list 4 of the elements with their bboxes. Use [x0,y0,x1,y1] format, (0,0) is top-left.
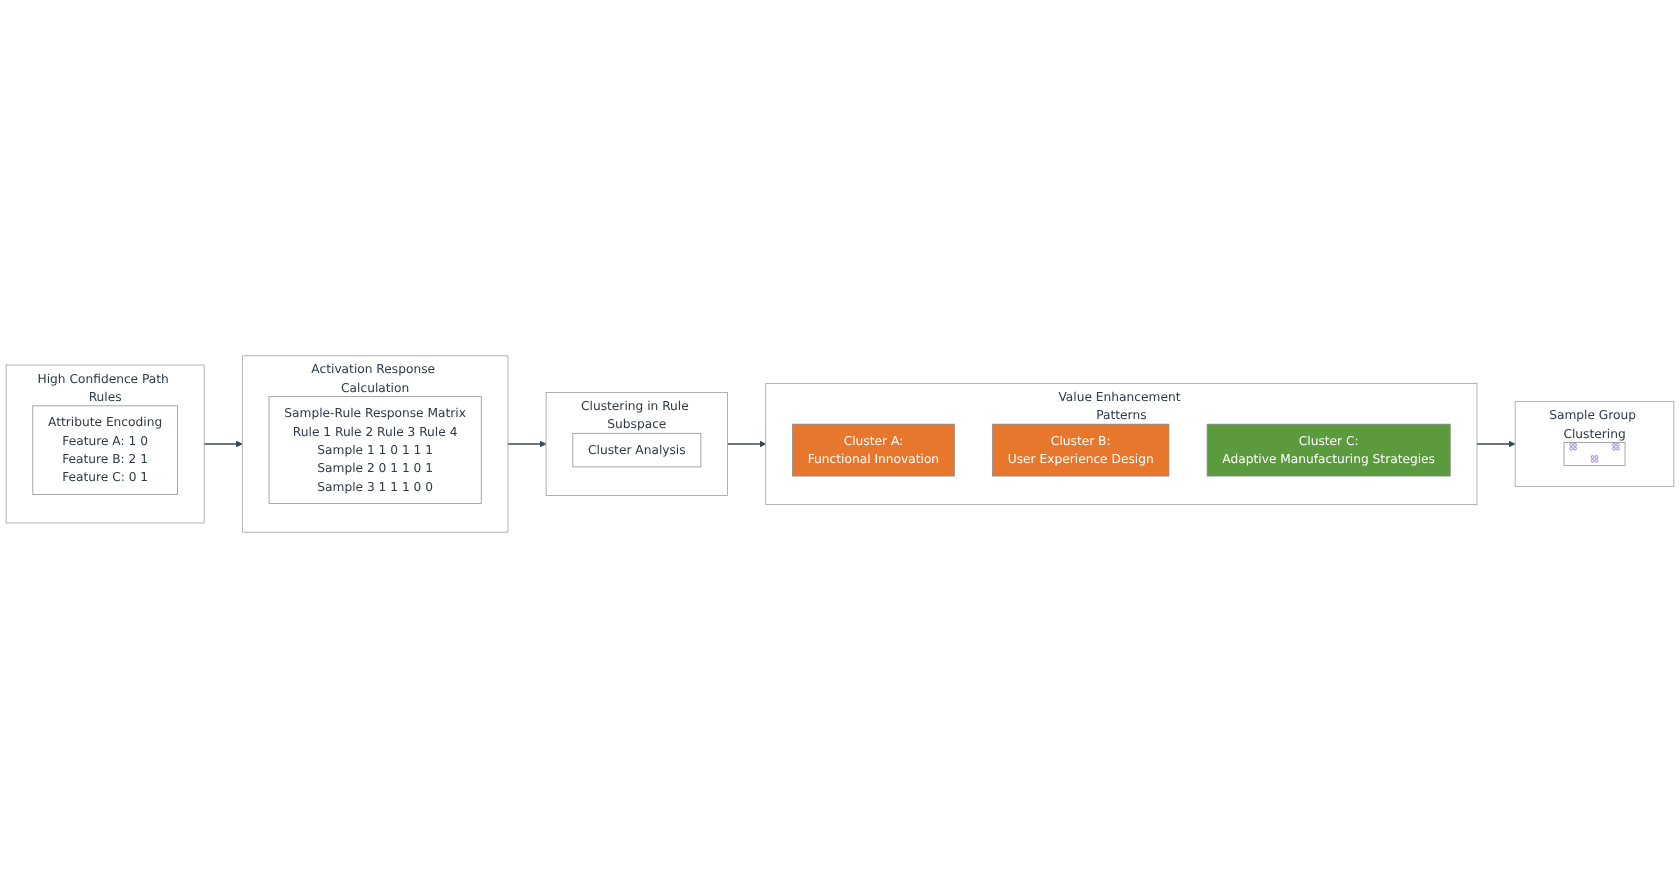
arrow [726,440,767,448]
arrow [203,440,243,448]
arrow [507,440,547,448]
arrow [1476,440,1516,448]
